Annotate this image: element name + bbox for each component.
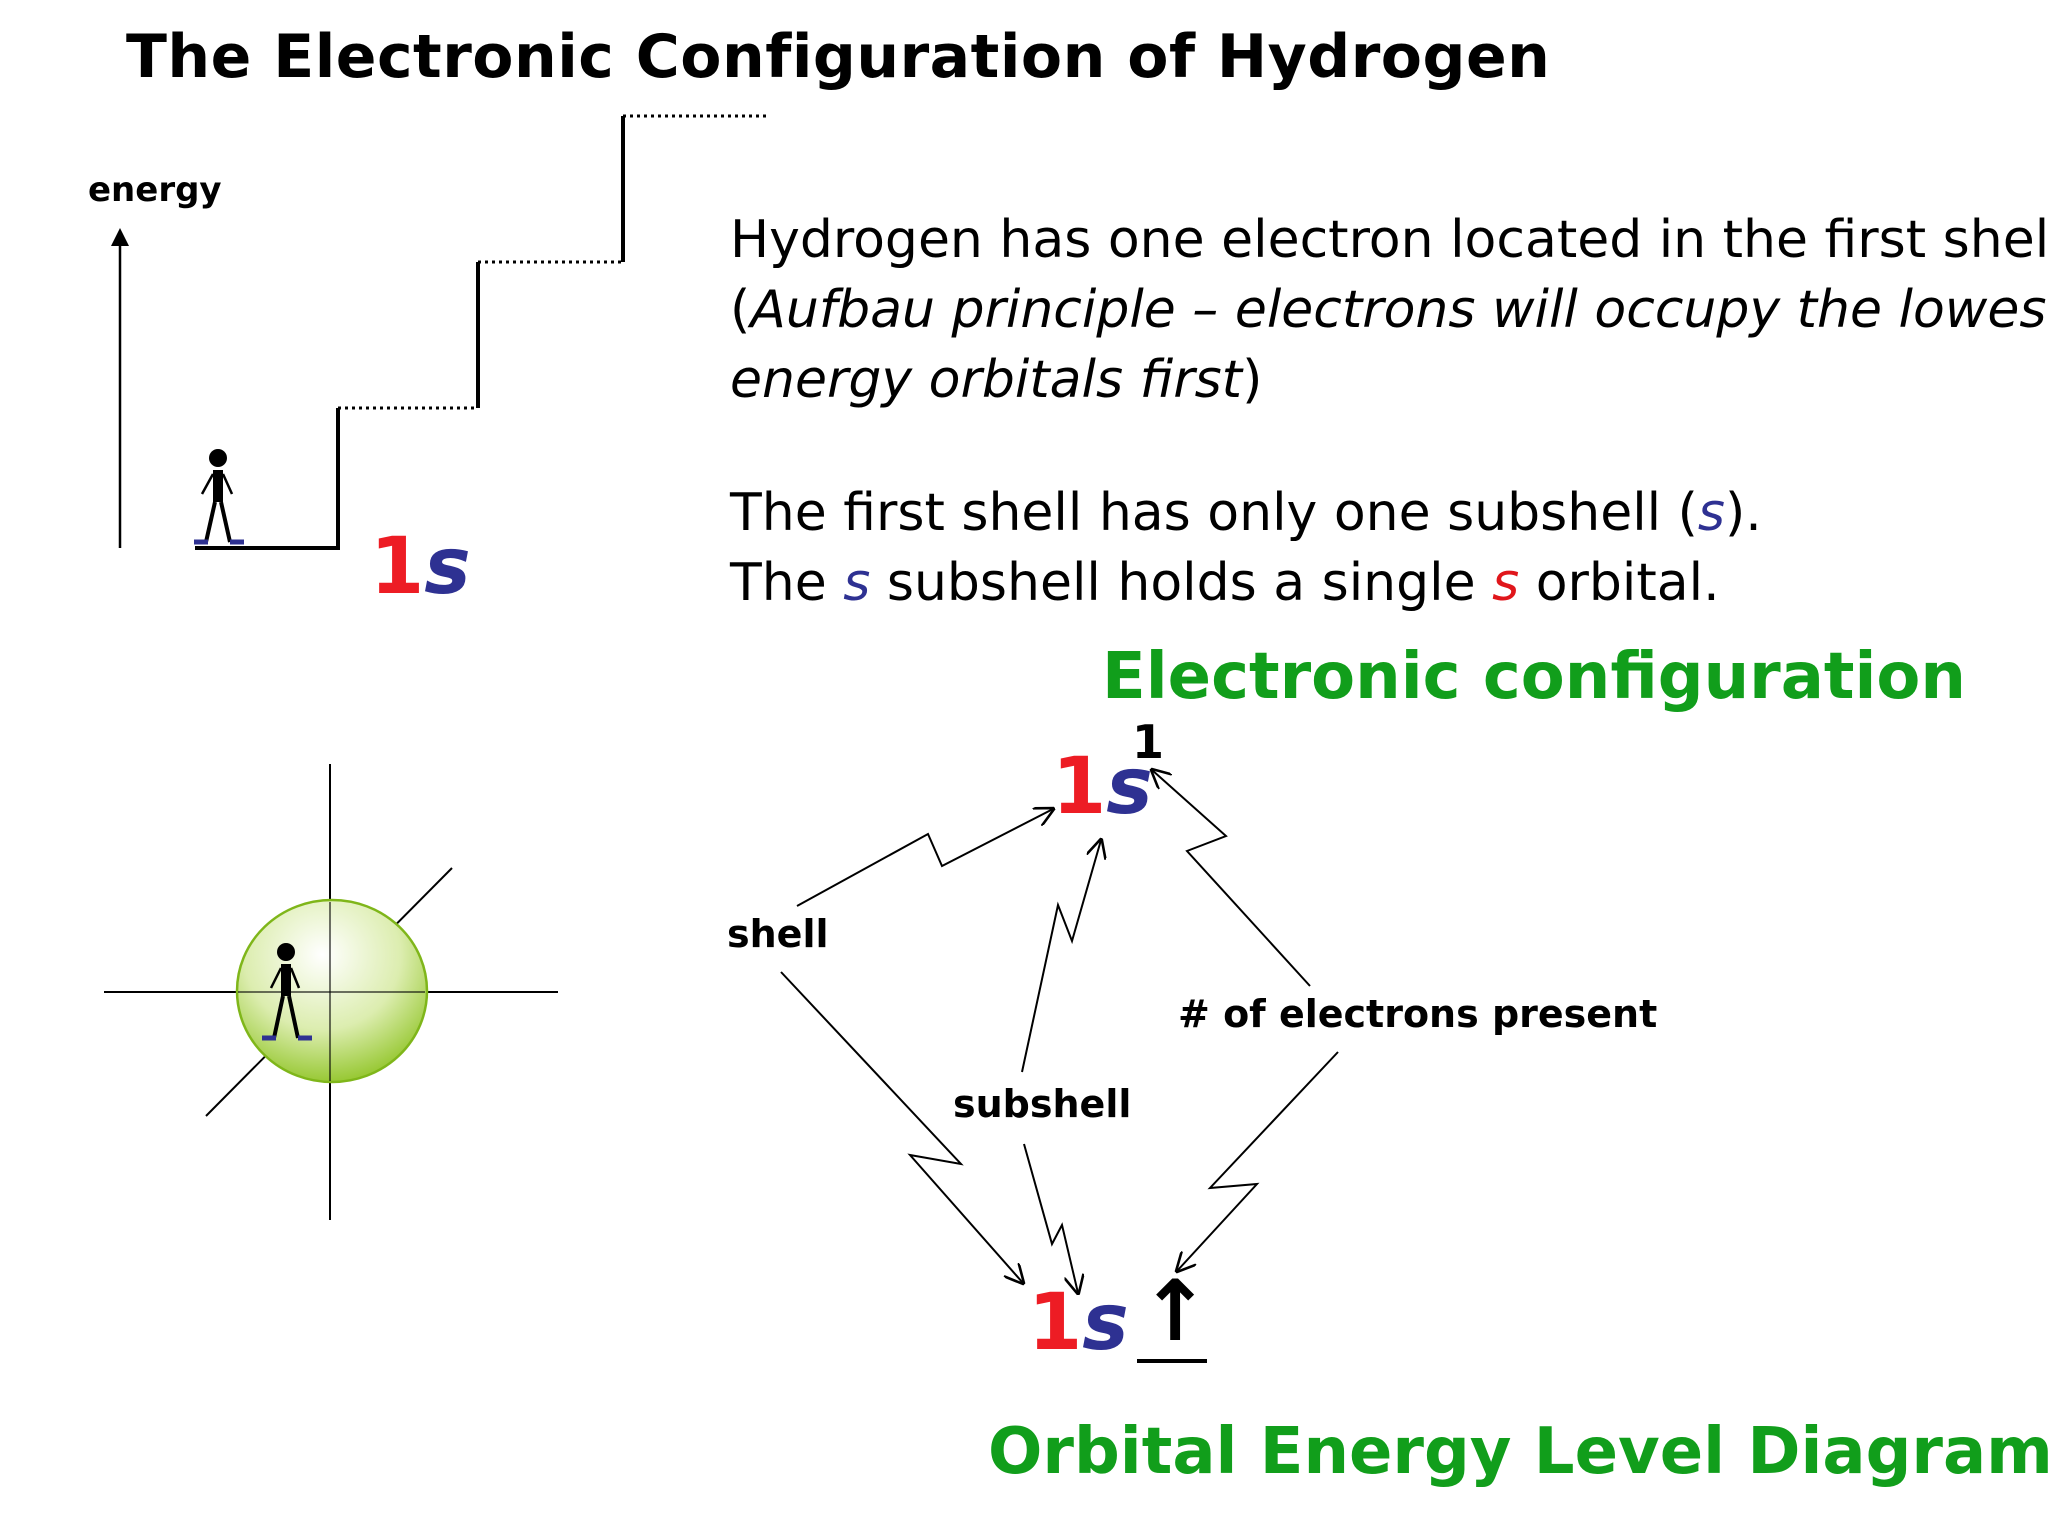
shell-number: 1: [1028, 1278, 1082, 1368]
staircase-1s-label: 1s: [370, 522, 471, 612]
paragraph-subshell: The first shell has only one subshell (s…: [730, 478, 1762, 618]
subshell-label: subshell: [953, 1082, 1131, 1126]
page-title: The Electronic Configuration of Hydrogen: [126, 22, 1550, 92]
electronic-configuration-heading: Electronic configuration: [1102, 640, 1966, 714]
subshell-letter: s: [424, 522, 470, 612]
paragraph-aufbau: Hydrogen has one electron located in the…: [730, 205, 2048, 415]
electrons-present-label: # of electrons present: [1178, 992, 1657, 1036]
config-superscript: 1: [1132, 715, 1164, 769]
shell-to-orbital-arrow: [781, 972, 1023, 1283]
open-paren: (: [730, 280, 750, 340]
paragraph1-line2: (Aufbau principle – electrons will occup…: [730, 275, 2048, 345]
shell-to-config-arrow: [797, 809, 1053, 906]
close-paren: ): [1242, 350, 1262, 410]
s-letter: s: [1698, 483, 1725, 543]
p2-text: ).: [1725, 483, 1762, 543]
electron-up-arrow-icon: ↑: [1140, 1262, 1210, 1360]
subshell-to-orbital-arrow: [1024, 1144, 1078, 1293]
orbital-1s-label: 1s: [1028, 1278, 1129, 1368]
electrons-to-orbital-arrow: [1177, 1052, 1338, 1271]
aufbau-principle-text-cont: energy orbitals first: [730, 350, 1242, 410]
stick-figure-icon: [194, 449, 244, 542]
p2-text: The first shell has only one subshell (: [730, 483, 1698, 543]
shell-number: 1: [1052, 742, 1106, 832]
paragraph1-line1: Hydrogen has one electron located in the…: [730, 205, 2048, 275]
p2-text: subshell holds a single: [870, 553, 1492, 613]
p2-text: orbital.: [1519, 553, 1719, 613]
s-letter: s: [843, 553, 870, 613]
energy-axis-label: energy: [88, 170, 222, 210]
energy-axis: [111, 228, 129, 548]
s-letter-red: s: [1492, 553, 1519, 613]
paragraph1-line3: energy orbitals first): [730, 345, 2048, 415]
paragraph2-line1: The first shell has only one subshell (s…: [730, 478, 1762, 548]
aufbau-principle-text: Aufbau principle – electrons will occupy…: [750, 280, 2048, 340]
shell-number: 1: [370, 522, 424, 612]
s-orbital-sphere: [104, 764, 558, 1220]
subshell-to-config-arrow: [1022, 840, 1101, 1072]
shell-label: shell: [727, 912, 829, 956]
subshell-letter: s: [1082, 1278, 1128, 1368]
paragraph2-line2: The s subshell holds a single s orbital.: [730, 548, 1762, 618]
orbital-energy-level-heading: Orbital Energy Level Diagram: [988, 1415, 2048, 1489]
electrons-to-config-arrow: [1152, 770, 1310, 986]
energy-staircase: [195, 116, 770, 548]
p2-text: The: [730, 553, 843, 613]
